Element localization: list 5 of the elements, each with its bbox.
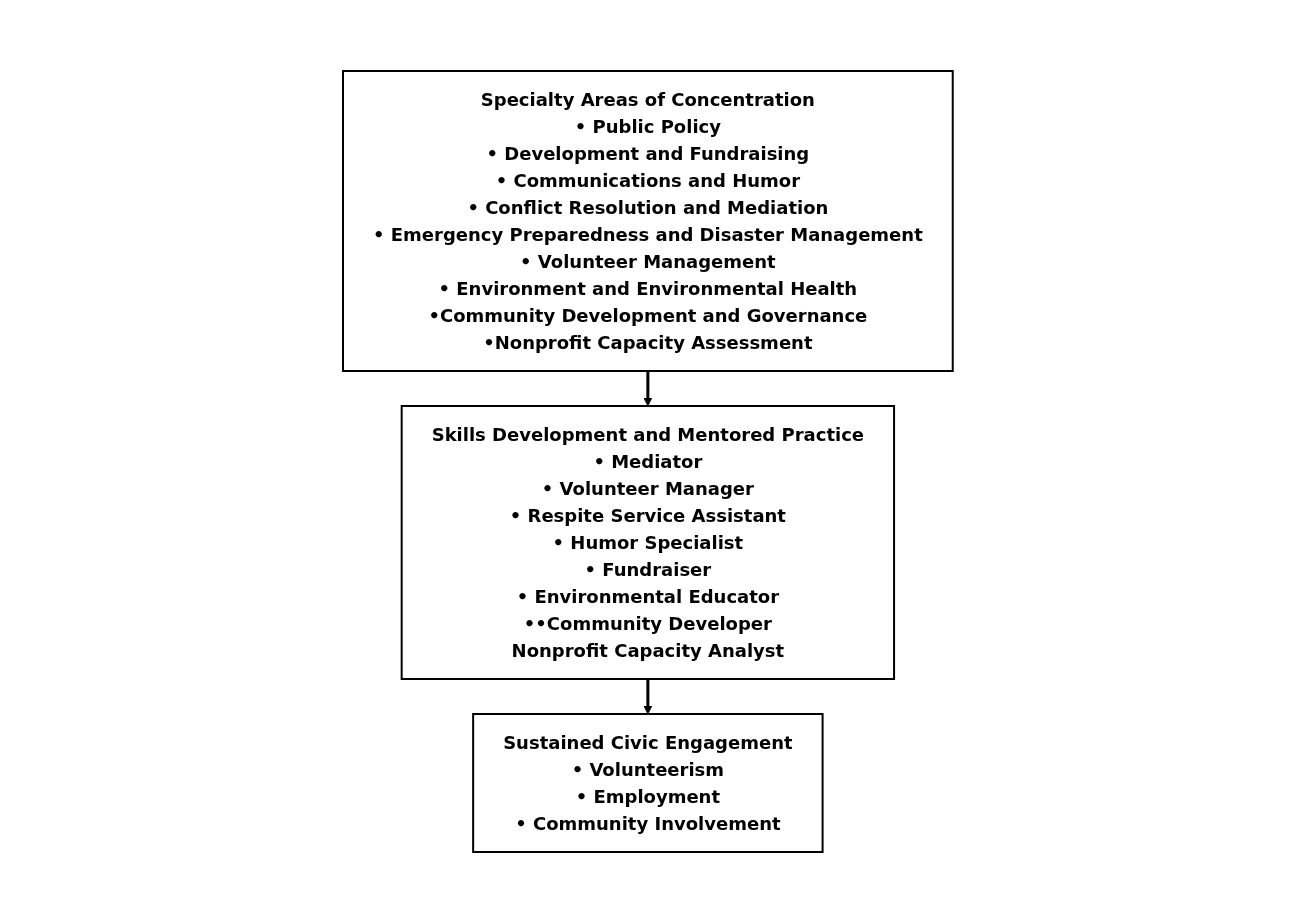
node-box: Specialty Areas of Concentration • Public Policy • Development and Fundraising • Communications and Humor • Conflict Resolution and Mediation • Emergency Preparedness and Disaster Management • Volunteer Management • Environment and Environmental Health •Community Development and Governance •Nonprofit Capacity Assessment [342,70,954,372]
arrow [643,679,653,715]
node-box: Sustained Civic Engagement • Volunteerism • Employment • Community Involvement [472,713,824,853]
arrow [643,371,653,407]
node-box: Skills Development and Mentored Practice • Mediator • Volunteer Manager • Respite Service Assistant • Humor Specialist • Fundraiser • Environmental Educator ••Community Developer Nonprofit Capacity Analyst [400,405,896,680]
